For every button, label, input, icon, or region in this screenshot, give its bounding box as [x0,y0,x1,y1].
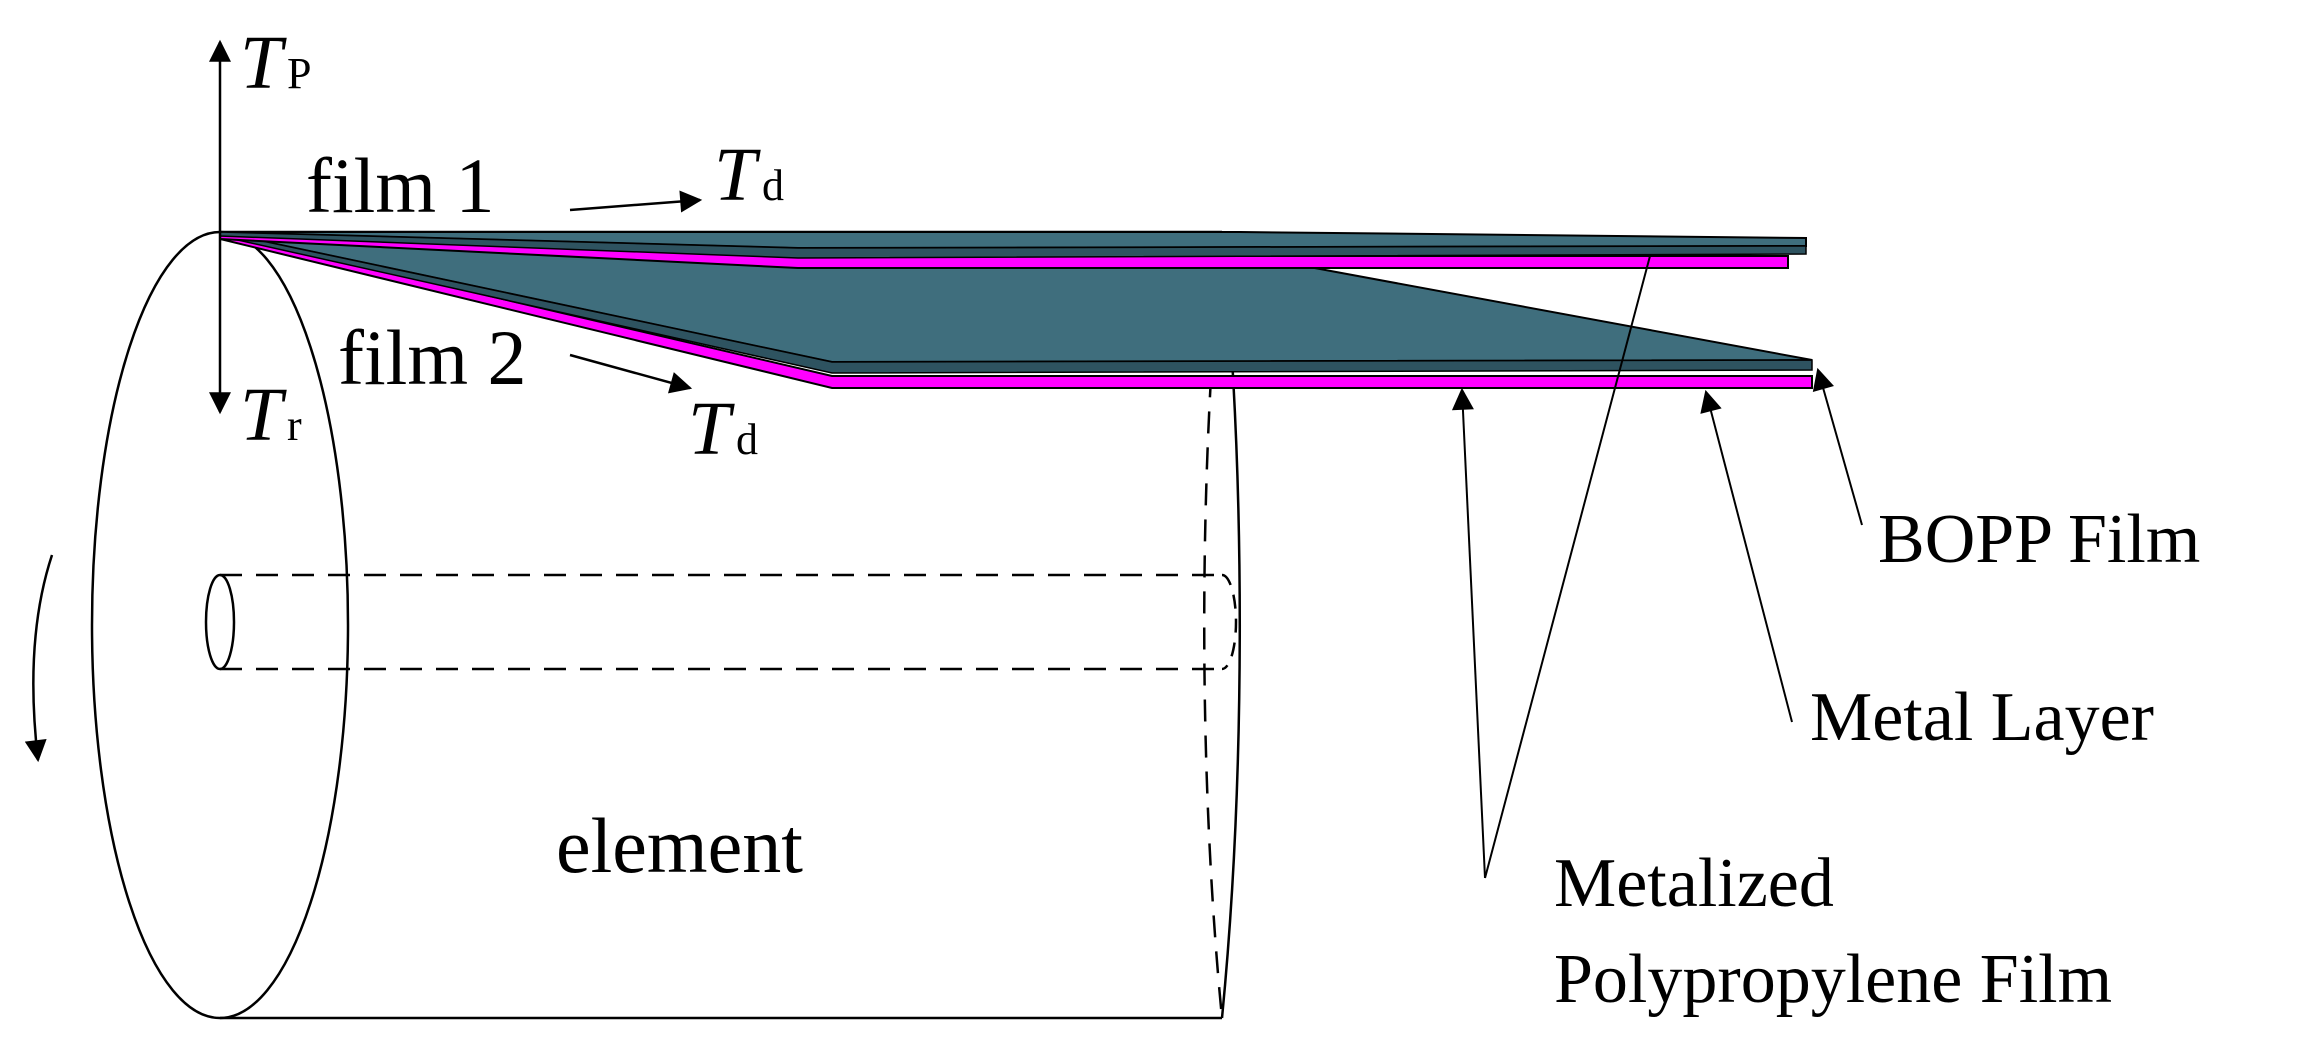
svg-text:d: d [762,161,784,210]
film-2-label: film 2 [338,314,527,401]
metalized-label-line2: Polypropylene Film [1554,941,2112,1018]
tension-arrows [209,39,703,415]
metal-layer-leader [1700,389,1793,723]
svg-text:T: T [240,373,287,457]
svg-text:T: T [688,387,735,471]
film-1-label: film 1 [306,142,495,229]
rotation-arrow-icon [24,554,54,763]
shaft-back-end [1221,573,1238,671]
tr-label: T r [240,373,302,457]
core-shaft [204,573,1238,671]
td1-arrow [569,190,703,213]
bopp-film-label: BOPP Film [1878,501,2200,578]
td2-label: T d [688,387,758,471]
metal-layer-label: Metal Layer [1810,679,2154,756]
svg-text:r: r [287,401,302,450]
metalized-leader-1 [1451,387,1486,879]
metalized-label-line1: Metalized [1554,845,1834,922]
td2-arrow [569,353,693,394]
svg-text:T: T [714,133,761,217]
callout-leaders [1451,255,1863,879]
metalized-leader-2 [1484,255,1651,879]
bopp-leader [1812,367,1863,526]
td1-label: T d [714,133,784,217]
svg-text:T: T [240,21,287,105]
shaft-front-end [204,573,236,671]
svg-text:d: d [736,415,758,464]
tp-label: T P [240,21,311,105]
element-label: element [556,802,803,889]
svg-text:P: P [287,49,311,98]
